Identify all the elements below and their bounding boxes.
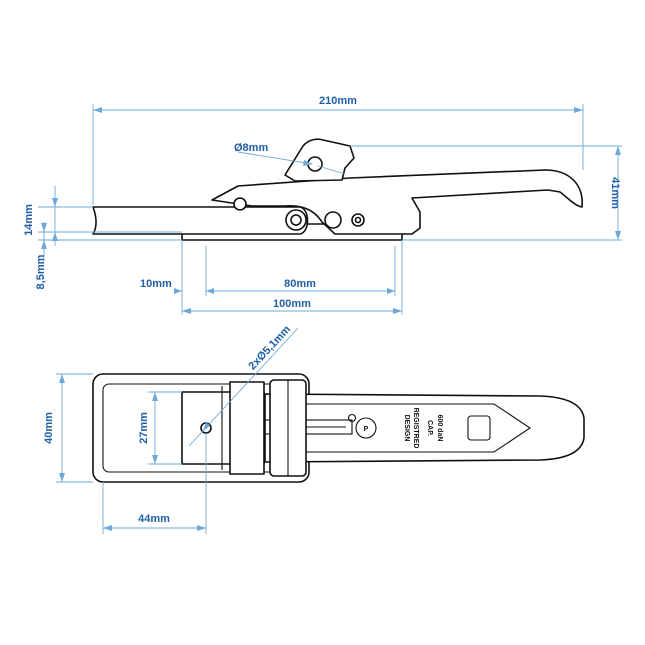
label-plate-width: 40mm: [43, 412, 55, 444]
stamp-registred: REGISTRED: [412, 408, 419, 449]
side-pivot-pin: [233, 197, 247, 211]
label-hole-spacing: 80mm: [284, 278, 316, 290]
label-plate-length: 100mm: [273, 298, 311, 310]
label-mount-holes: 2xØ5,1mm: [246, 323, 293, 372]
label-edge-offset: 10mm: [140, 278, 172, 290]
label-bar-height: 14mm: [23, 204, 35, 236]
label-slot-width: 27mm: [138, 412, 150, 444]
stamp-logo-mark: P: [364, 426, 369, 433]
top-handle-slot: [467, 415, 491, 441]
stamp-cap: CAP.: [426, 420, 433, 436]
label-plate-offset: 8,5mm: [35, 254, 47, 289]
label-top-plate-length: 44mm: [138, 513, 170, 525]
dim-leader-hole-diameter: [237, 151, 313, 165]
stamp-design: DESIGN: [403, 415, 410, 442]
label-height: 41mm: [609, 177, 621, 209]
stamp-logo: [355, 417, 377, 439]
side-handle-lever: [211, 169, 583, 235]
label-hole-diameter: Ø8mm: [234, 142, 268, 154]
stamp-registered-mark: [347, 413, 357, 423]
stamp-capacity: 600 daN: [436, 415, 443, 442]
side-bar-pin-hole: [290, 214, 302, 226]
label-total-length: 210mm: [319, 95, 357, 107]
side-handle-hole-2-inner: [354, 216, 362, 224]
top-view-latch: P DESIGN REGISTRED CAP. 600 daN: [92, 373, 585, 483]
side-view-latch: [92, 138, 583, 241]
top-swivel-arm: [229, 381, 265, 475]
side-flat-bar: [92, 206, 309, 235]
side-view-dimensions: 210mm 41mm Ø8mm 14mm 8,5mm 10mm 80mm 100…: [23, 95, 622, 315]
side-handle-hole-1: [324, 211, 342, 229]
